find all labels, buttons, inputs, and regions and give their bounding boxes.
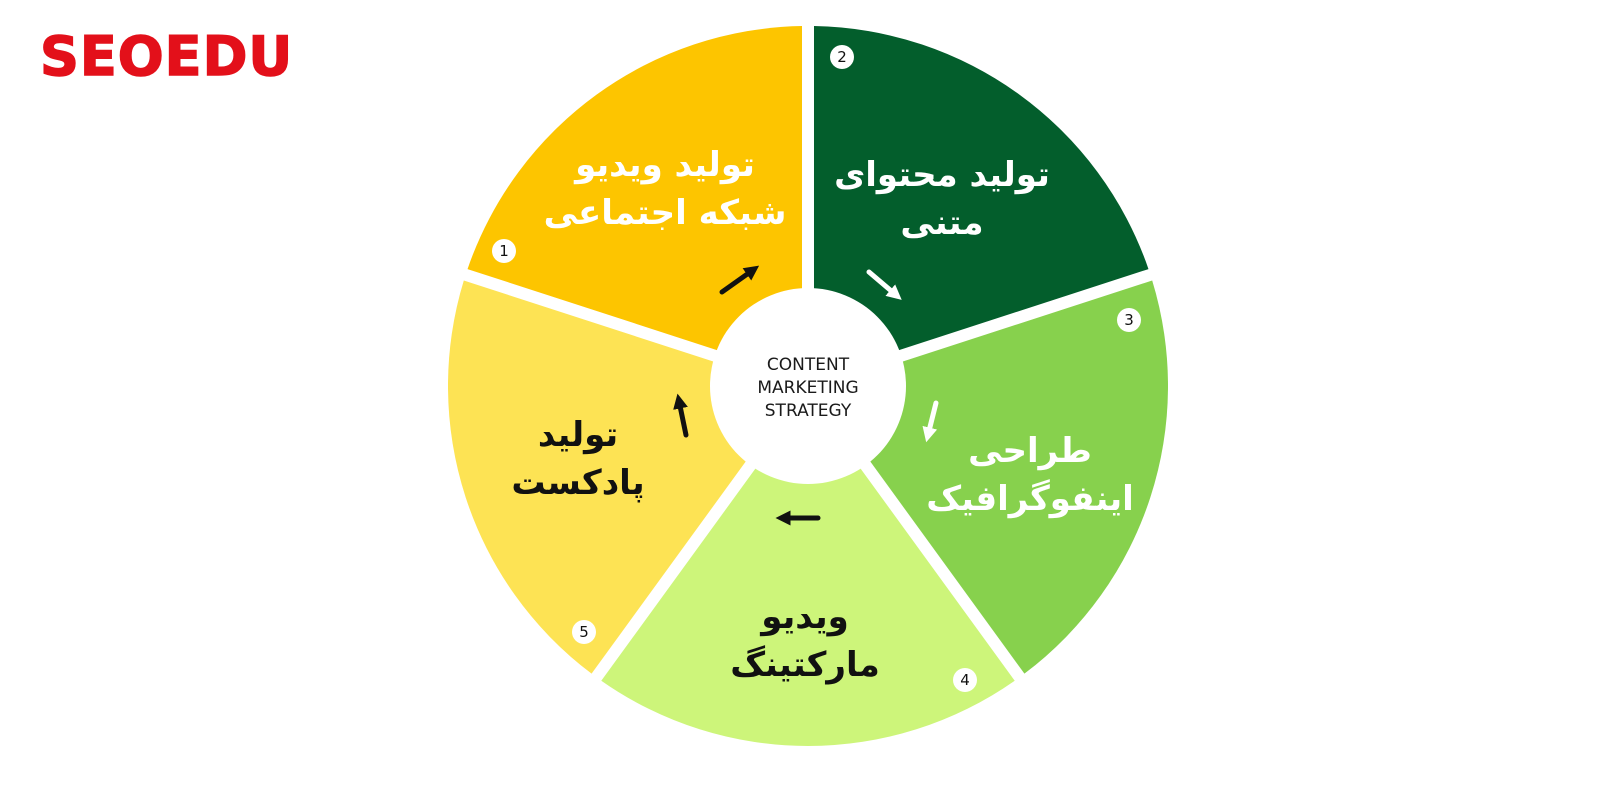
segment-5-label-line-2: پادکست	[511, 463, 644, 503]
segment-2-number-badge	[830, 45, 854, 69]
segment-3-label-line-2: اینفوگرافیک	[926, 479, 1134, 519]
segment-4	[601, 396, 1015, 747]
segment-2-label-line-2: متنی	[900, 203, 983, 243]
segment-2-label-line-1: تولید محتوای	[834, 155, 1050, 195]
segment-1	[467, 26, 803, 378]
segment-4-number: 4	[960, 671, 970, 689]
segment-1-label-line-1: تولید ویدیو	[573, 145, 755, 185]
segment-3-number: 3	[1124, 311, 1134, 329]
segment-3-label-line-1: طراحی	[968, 431, 1092, 471]
center-circle	[710, 288, 906, 484]
segment-5-number-badge	[572, 620, 596, 644]
center-line-2: MARKETING	[757, 378, 858, 398]
center-line-1: CONTENT	[767, 355, 850, 375]
segment-4-number-badge	[953, 668, 977, 692]
segment-1-number: 1	[499, 242, 509, 260]
segment-4-label-line-1: ویدیو	[759, 597, 849, 637]
segment-4-label-line-2: مارکتینگ	[730, 645, 880, 685]
segment-2-number: 2	[837, 48, 847, 66]
segment-1-number-badge	[492, 239, 516, 263]
segment-5-arrow-icon	[673, 393, 689, 438]
segment-3-number-badge	[1117, 308, 1141, 332]
segment-2-arrow-icon	[866, 269, 902, 300]
segment-1-label-line-2: شبکه اجتماعی	[544, 193, 787, 233]
segment-3-arrow-icon	[922, 400, 939, 443]
seoedu-logo: SEOEDU	[39, 25, 294, 88]
segment-5-label-line-1: تولید	[538, 415, 618, 455]
segment-5-number: 5	[579, 623, 589, 641]
segment-1-arrow-icon	[719, 265, 760, 295]
center-line-3: STRATEGY	[765, 401, 852, 421]
